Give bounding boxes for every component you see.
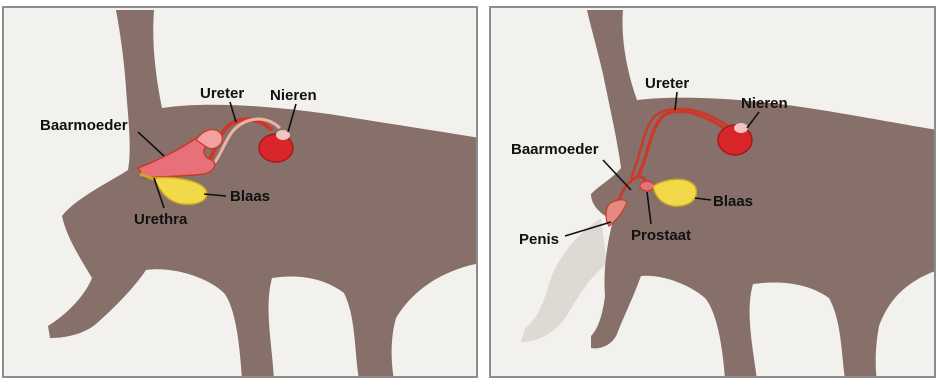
- label-kidneys: Nieren: [741, 95, 788, 112]
- label-bladder: Blaas: [230, 188, 270, 205]
- label-vas-deferens: Baarmoeder: [511, 141, 599, 158]
- label-bladder: Blaas: [713, 193, 753, 210]
- label-prostate: Prostaat: [631, 227, 691, 244]
- female-cat-panel: Ureter Nieren Baarmoeder Blaas Urethra: [2, 6, 478, 378]
- male-anatomy-diagram: Ureter Nieren Baarmoeder Blaas Penis Pro…: [491, 8, 936, 378]
- female-anatomy-diagram: Ureter Nieren Baarmoeder Blaas Urethra: [4, 8, 478, 378]
- label-ureter: Ureter: [200, 85, 244, 102]
- label-kidneys: Nieren: [270, 87, 317, 104]
- label-uterus: Baarmoeder: [40, 117, 128, 134]
- male-cat-panel: Ureter Nieren Baarmoeder Blaas Penis Pro…: [489, 6, 936, 378]
- kidney-highlight: [734, 123, 748, 133]
- label-urethra: Urethra: [134, 211, 188, 228]
- label-ureter: Ureter: [645, 75, 689, 92]
- label-penis: Penis: [519, 231, 559, 248]
- prostate-organ: [640, 181, 654, 191]
- cat-silhouette: [587, 10, 936, 378]
